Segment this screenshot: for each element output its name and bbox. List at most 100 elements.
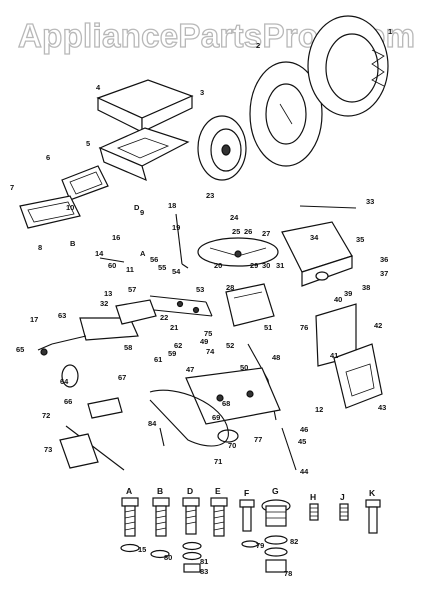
callout-71: 71 bbox=[214, 457, 222, 466]
clutch-rod[interactable] bbox=[281, 427, 297, 471]
rear-tire[interactable] bbox=[249, 61, 323, 167]
seat-cushion[interactable] bbox=[96, 79, 194, 133]
hardware-bolt-d[interactable] bbox=[182, 497, 200, 535]
callout-68: 68 bbox=[222, 399, 230, 408]
callout-19: 19 bbox=[172, 223, 180, 232]
callout-9: 9 bbox=[140, 208, 144, 217]
callout-29: 29 bbox=[250, 261, 258, 270]
callout-79: 79 bbox=[256, 541, 264, 550]
callout-57: 57 bbox=[128, 285, 136, 294]
hardware-washers bbox=[120, 535, 288, 573]
callout-28: 28 bbox=[226, 283, 234, 292]
dash-panel[interactable] bbox=[281, 221, 353, 287]
callout-82: 82 bbox=[290, 537, 298, 546]
callout-16: 16 bbox=[112, 233, 120, 242]
callout-24: 24 bbox=[230, 213, 239, 222]
callout-15: 15 bbox=[138, 545, 146, 554]
callout-3: 3 bbox=[200, 88, 204, 97]
callout-55: 55 bbox=[158, 263, 166, 272]
callout-30: 30 bbox=[262, 261, 270, 270]
hardware-letter-g: G bbox=[272, 486, 279, 496]
callout-60: 60 bbox=[108, 261, 116, 270]
callout-25: 25 bbox=[232, 227, 240, 236]
callout-45: 45 bbox=[298, 437, 306, 446]
spring[interactable] bbox=[159, 427, 165, 447]
callout-14: 14 bbox=[95, 249, 104, 258]
callout-42: 42 bbox=[374, 321, 382, 330]
callout-50: 50 bbox=[240, 363, 248, 372]
callout-56: 56 bbox=[150, 255, 158, 264]
callout-74: 74 bbox=[206, 347, 215, 356]
callout-61: 61 bbox=[154, 355, 162, 364]
callout-32: 32 bbox=[100, 299, 108, 308]
part-ref-letters: BDA bbox=[70, 203, 146, 258]
bolt-14[interactable] bbox=[99, 257, 125, 263]
wheel-rim[interactable] bbox=[197, 115, 247, 181]
frame-bracket[interactable] bbox=[225, 283, 275, 327]
tire-chain[interactable] bbox=[307, 15, 389, 117]
callout-40: 40 bbox=[334, 295, 342, 304]
hardware-letter-j: J bbox=[340, 492, 345, 502]
callout-44: 44 bbox=[300, 467, 309, 476]
callout-70: 70 bbox=[228, 441, 236, 450]
seat-trim[interactable] bbox=[19, 195, 81, 229]
callout-84: 84 bbox=[148, 419, 157, 428]
steering-shaft[interactable] bbox=[175, 213, 183, 265]
callout-31: 31 bbox=[276, 261, 284, 270]
callout-75: 75 bbox=[204, 329, 212, 338]
callout-35: 35 bbox=[356, 235, 364, 244]
callout-12: 12 bbox=[315, 405, 323, 414]
spindle-bracket[interactable] bbox=[115, 299, 157, 325]
callout-43: 43 bbox=[378, 403, 386, 412]
hardware-bolt-e[interactable] bbox=[210, 497, 228, 537]
seat-pan[interactable] bbox=[98, 127, 190, 182]
steering-link[interactable] bbox=[149, 295, 213, 317]
hardware-nut-g[interactable] bbox=[261, 499, 291, 527]
seat-bracket[interactable] bbox=[61, 165, 109, 201]
hardware-letter-h: H bbox=[310, 492, 316, 502]
callout-51: 51 bbox=[264, 323, 272, 332]
brake-rod[interactable] bbox=[59, 425, 125, 471]
callout-46: 46 bbox=[300, 425, 308, 434]
callout-4: 4 bbox=[96, 83, 101, 92]
hardware-bolt-a[interactable] bbox=[121, 497, 139, 537]
callout-13: 13 bbox=[104, 289, 112, 298]
callout-23: 23 bbox=[206, 191, 214, 200]
callout-69: 69 bbox=[212, 413, 220, 422]
callout-58: 58 bbox=[124, 343, 132, 352]
callout-20: 20 bbox=[214, 261, 222, 270]
hardware-bolt-b[interactable] bbox=[152, 497, 170, 537]
callout-1: 1 bbox=[388, 27, 392, 36]
hardware-letter-e: E bbox=[215, 486, 221, 496]
drive-belt[interactable] bbox=[149, 389, 229, 447]
callout-54: 54 bbox=[172, 267, 181, 276]
hardware-bolt-k[interactable] bbox=[365, 499, 381, 534]
drive-plate[interactable] bbox=[185, 367, 281, 425]
callout-64: 64 bbox=[60, 377, 69, 386]
steering-wheel[interactable] bbox=[197, 237, 279, 267]
callout-27: 27 bbox=[262, 229, 270, 238]
hub-bracket[interactable] bbox=[87, 397, 123, 419]
fender[interactable] bbox=[333, 343, 383, 409]
callout-labels: 1234567891011121314151617181920212223242… bbox=[10, 27, 392, 578]
idler-pulley[interactable] bbox=[61, 364, 79, 388]
hardware-bolt-f[interactable] bbox=[239, 499, 255, 532]
part-ref-2: A bbox=[140, 249, 146, 258]
callout-22: 22 bbox=[160, 313, 168, 322]
hardware-spring-j[interactable] bbox=[339, 503, 349, 521]
tie-rod[interactable] bbox=[299, 205, 357, 209]
callout-6: 6 bbox=[46, 153, 50, 162]
callout-72: 72 bbox=[42, 411, 50, 420]
callout-83: 83 bbox=[200, 567, 208, 576]
callout-17: 17 bbox=[30, 315, 38, 324]
callout-66: 66 bbox=[64, 397, 72, 406]
callout-81: 81 bbox=[200, 557, 208, 566]
hardware-spring-h[interactable] bbox=[309, 503, 319, 521]
callout-63: 63 bbox=[58, 311, 66, 320]
hardware-letter-d: D bbox=[187, 486, 193, 496]
hardware-letter-a: A bbox=[126, 486, 132, 496]
callout-59: 59 bbox=[168, 349, 176, 358]
part-ref-0: B bbox=[70, 239, 76, 248]
callout-34: 34 bbox=[310, 233, 319, 242]
